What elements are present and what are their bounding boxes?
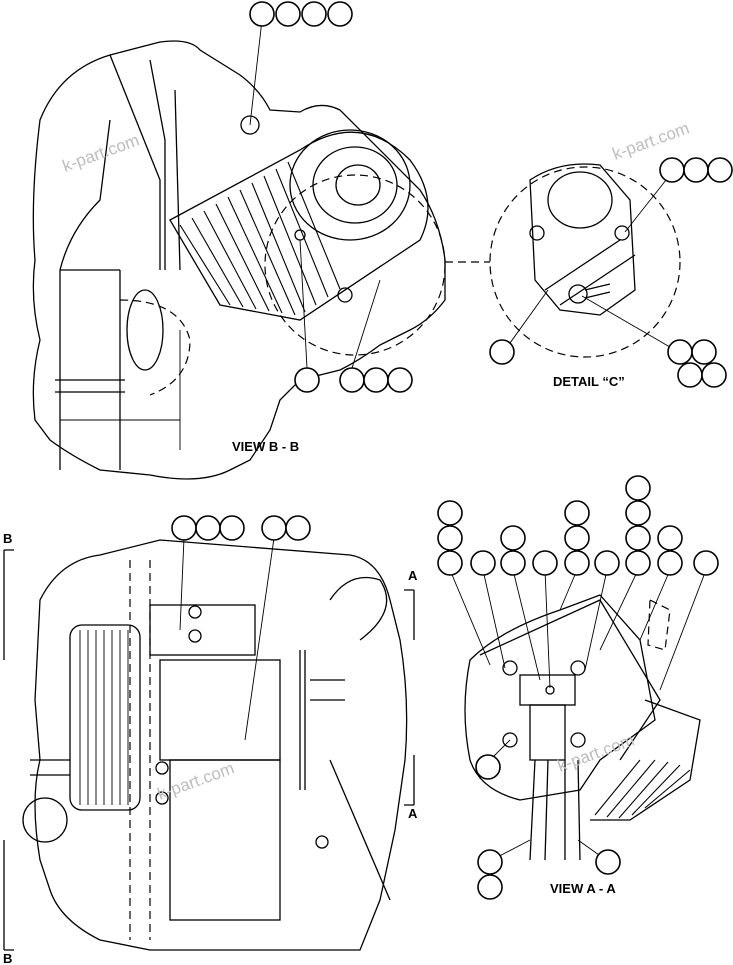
view-aa-callouts: [437, 475, 719, 900]
section-b-bottom-label: B: [3, 951, 12, 965]
section-a-bottom-label: A: [408, 806, 418, 821]
section-a-top-label: A: [408, 568, 418, 583]
section-marker-b: [3, 549, 14, 951]
watermark-1: k-part.com: [60, 130, 142, 175]
detail-c-title: DETAIL “C”: [553, 374, 625, 389]
view-aa-title: VIEW A - A: [550, 881, 616, 896]
section-marker-a: [404, 589, 415, 806]
engine-front-drawing: [22, 539, 408, 951]
engine-front-callouts: [171, 515, 311, 741]
detail-c-drawing: [489, 163, 681, 358]
view-aa-drawing: [464, 594, 701, 861]
fan-guard-hatching: [179, 161, 341, 316]
watermark-2: k-part.com: [610, 118, 692, 163]
pulley-grooves: [79, 630, 129, 805]
view-bb-callouts: [249, 1, 413, 393]
view-aa-hatching: [594, 759, 691, 819]
view-bb-title: VIEW B - B: [232, 439, 299, 454]
detail-c-callouts: [489, 157, 733, 388]
section-b-top-label: B: [3, 531, 12, 546]
view-bb-drawing: [32, 40, 490, 480]
